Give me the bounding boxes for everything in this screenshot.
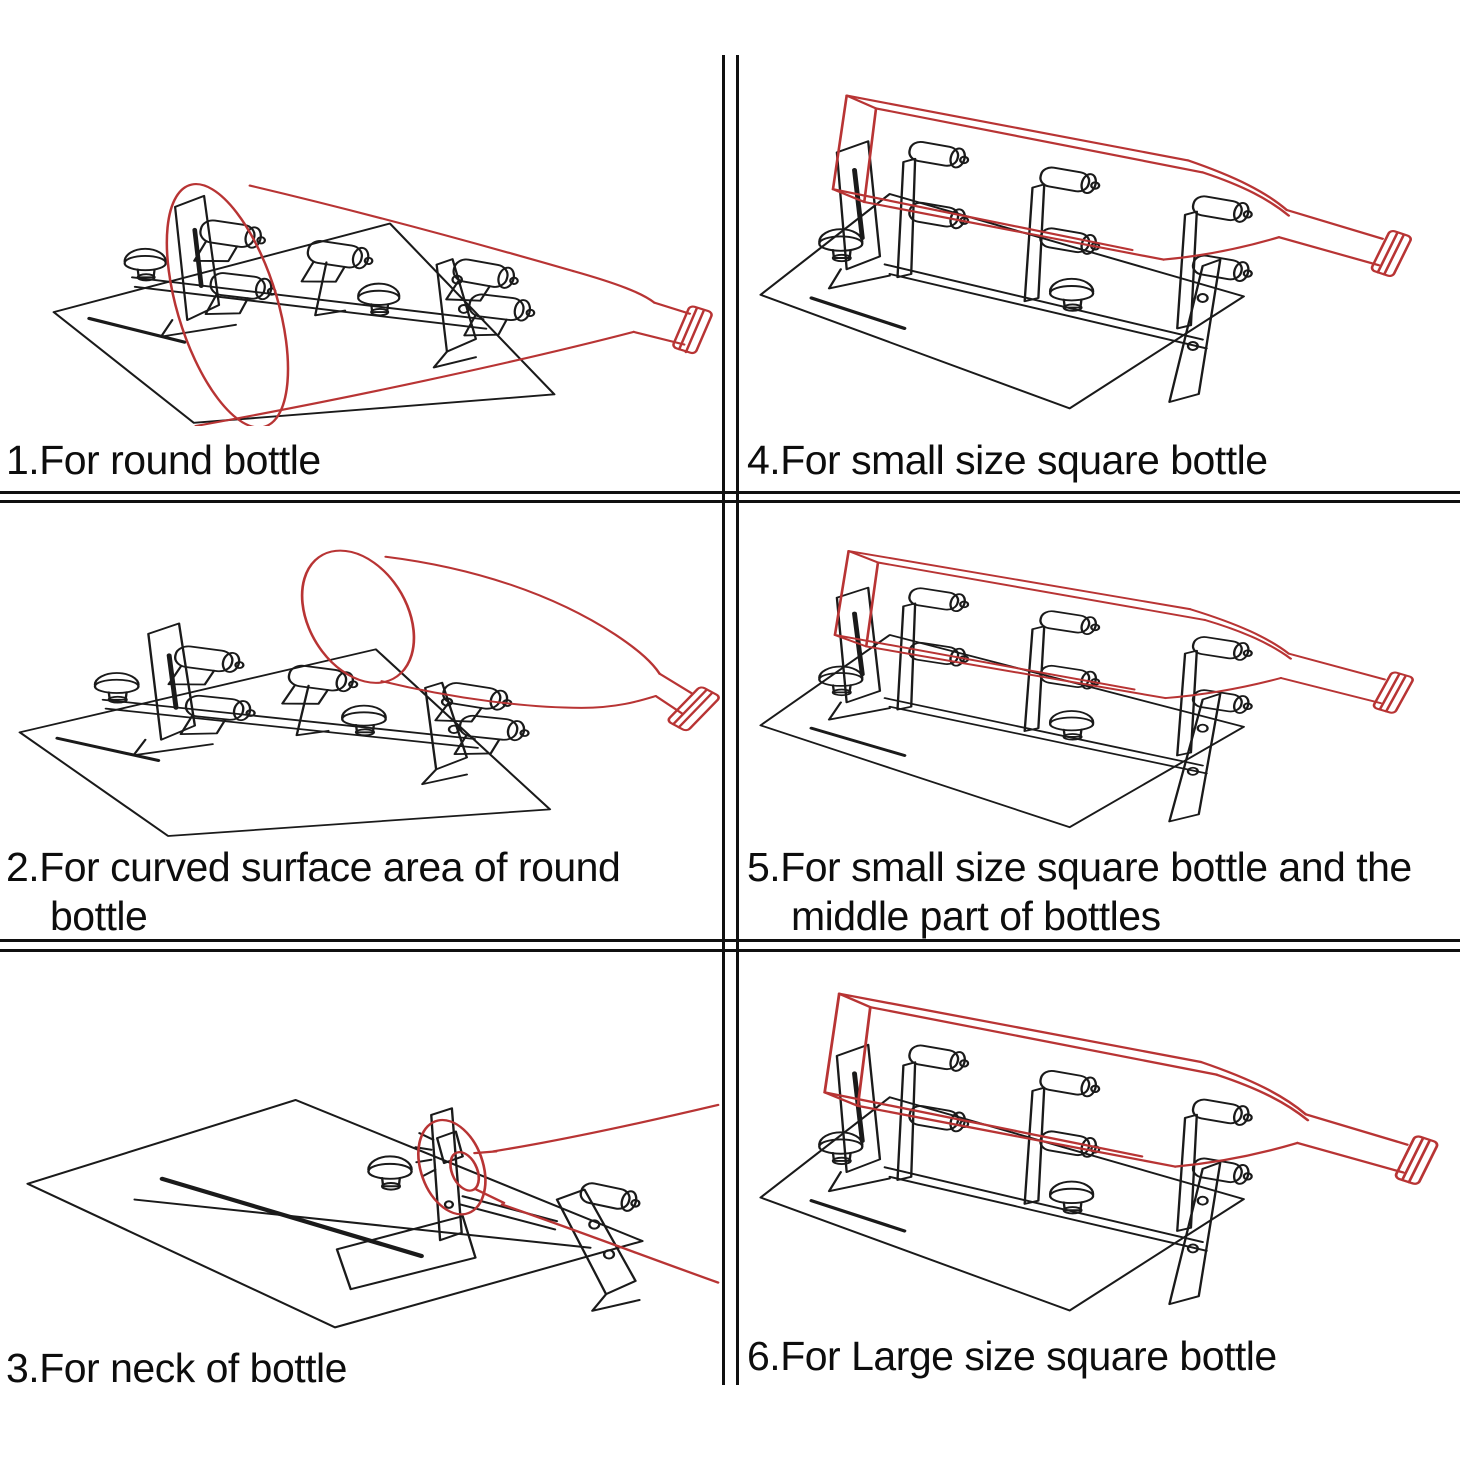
cutter-jig-drawing [761, 1044, 1255, 1311]
column-divider-line [736, 55, 739, 1385]
caption-line: 6.For Large size square bottle [747, 1333, 1277, 1379]
square-bottle-outline [823, 992, 1440, 1187]
caption-line: 1.For round bottle [6, 437, 321, 483]
panel-square-bottle-middle: 5.For small size square bottle and the m… [739, 503, 1460, 939]
caption-line: 2.For curved surface area of round [6, 844, 621, 890]
panel-caption: 4.For small size square bottle [747, 436, 1268, 485]
caption-line: 5.For small size square bottle and the [747, 844, 1412, 890]
curved-bottle-on-cutter-drawing [0, 538, 720, 839]
cutter-jig-drawing [28, 1100, 643, 1327]
panel-caption: 1.For round bottle [6, 436, 321, 485]
caption-line: 3.For neck of bottle [6, 1345, 347, 1391]
square-bottle-outline [833, 549, 1416, 716]
row-divider-line [0, 491, 1460, 494]
column-divider-line [722, 55, 725, 1385]
panel-bottle-neck: 3.For neck of bottle [0, 952, 722, 1460]
square-bottle-outline [831, 94, 1414, 279]
round-bottle-on-cutter-drawing [35, 172, 715, 426]
bottle-neck-on-cutter-drawing [5, 1007, 720, 1339]
cutter-jig-drawing [54, 196, 555, 423]
panel-curved-surface-bottle: 2.For curved surface area of round bottl… [0, 503, 722, 939]
small-square-bottle-on-cutter-drawing [743, 94, 1414, 426]
panel-round-bottle: 1.For round bottle [0, 0, 722, 491]
large-square-bottle-on-cutter-drawing [743, 992, 1440, 1328]
caption-line: bottle [50, 893, 148, 939]
cutter-jig-drawing [20, 623, 550, 836]
cutter-jig-drawing [761, 587, 1255, 827]
row-divider-line [0, 949, 1460, 952]
caption-line: 4.For small size square bottle [747, 437, 1268, 483]
square-bottle-middle-on-cutter-drawing [743, 549, 1416, 843]
caption-line: middle part of bottles [791, 893, 1161, 939]
panel-small-square-bottle: 4.For small size square bottle [739, 0, 1460, 491]
panel-caption: 5.For small size square bottle and the m… [747, 843, 1412, 941]
curved-bottle-outline [280, 538, 720, 733]
panel-large-square-bottle: 6.For Large size square bottle [739, 952, 1460, 1460]
round-bottle-outline [141, 172, 715, 426]
panel-caption: 2.For curved surface area of round bottl… [6, 843, 621, 941]
panel-caption: 3.For neck of bottle [6, 1344, 347, 1393]
row-divider-line [0, 500, 1460, 503]
panel-caption: 6.For Large size square bottle [747, 1332, 1277, 1381]
row-divider-line [0, 939, 1460, 942]
